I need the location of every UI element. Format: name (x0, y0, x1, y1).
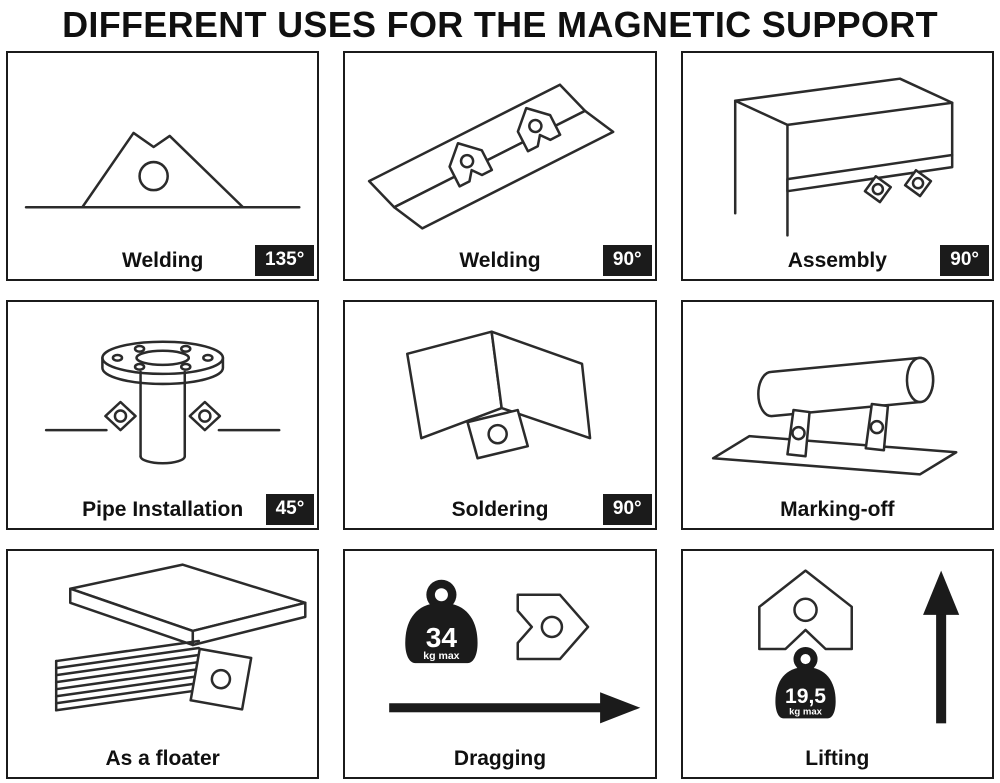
magnet-support-icon (785, 408, 811, 458)
panel-assembly: Assembly 90° (680, 51, 994, 281)
channel-icon (368, 83, 615, 230)
weight-unit: kg max (789, 706, 823, 717)
as-a-floater-illustration (8, 551, 317, 741)
pipe-flange-icon (101, 340, 225, 465)
as-a-floater-drawing (54, 563, 307, 712)
panel-grid: Welding 135° (0, 48, 1000, 783)
angle-badge: 45° (265, 494, 315, 525)
weight-value: 19,5 (785, 685, 826, 708)
lifting-drawing: 19,5 kg max (757, 569, 959, 724)
arrow-magnet-icon (516, 593, 590, 661)
use-label: Welding (459, 249, 541, 272)
use-label: Pipe Installation (82, 498, 244, 521)
page-title: DIFFERENT USES FOR THE MAGNETIC SUPPORT (62, 4, 938, 45)
use-label: Assembly (787, 249, 887, 272)
soldering-drawing (406, 330, 592, 460)
soldering-illustration (345, 302, 654, 492)
arrow-magnet-icon (104, 400, 137, 432)
arrow-magnet-icon (81, 131, 245, 209)
cabinet-icon (733, 77, 954, 237)
use-label: Lifting (805, 747, 870, 770)
arrow-magnet-icon (188, 400, 222, 432)
caption-row: Welding (8, 243, 317, 279)
angle-badge: 135° (255, 245, 315, 276)
arrow-magnet-icon (903, 168, 932, 198)
table-corner-icon (69, 563, 307, 647)
panel-pipe-installation: Pipe Installation 45° (6, 300, 320, 530)
angle-badge: 90° (940, 245, 989, 276)
weight-unit: kg max (424, 650, 460, 662)
arrow-magnet-icon (863, 175, 892, 204)
caption-row: As a floater (8, 741, 317, 777)
caption-row: Welding (345, 243, 654, 279)
caption-row: Marking-off (683, 492, 992, 528)
square-magnet-icon (189, 647, 253, 711)
welding-135-drawing (24, 131, 301, 209)
base-plate (711, 434, 958, 476)
use-label: As a floater (105, 747, 220, 770)
arrow-magnet-icon (757, 569, 853, 651)
drag-arrow-icon (389, 692, 641, 724)
panel-welding-135: Welding 135° (6, 51, 320, 281)
caption-row: Pipe Installation (8, 492, 317, 528)
use-label: Dragging (453, 747, 547, 770)
panel-soldering: Soldering 90° (343, 300, 657, 530)
welding-135-illustration (8, 53, 317, 243)
use-label: Soldering (451, 498, 549, 521)
weight-icon: 34 kg max (405, 579, 478, 664)
angle-badge: 90° (602, 494, 652, 525)
welding-90-drawing (368, 83, 615, 230)
magnet-support-icon (864, 402, 889, 452)
pipe-installation-drawing (44, 340, 281, 465)
pipe-installation-illustration (8, 302, 317, 492)
caption-row: Lifting (683, 741, 992, 777)
panel-dragging: 34 kg max Dragging (343, 549, 657, 779)
lift-arrow-icon (922, 570, 959, 724)
caption-row: Assembly (683, 243, 992, 279)
panel-marking-off: Marking-off (680, 300, 994, 530)
panel-welding-90: Welding 90° (343, 51, 657, 281)
welding-90-illustration (345, 53, 654, 243)
marking-off-illustration (683, 302, 992, 492)
use-label: Marking-off (780, 498, 895, 521)
lifting-illustration: 19,5 kg max (683, 551, 992, 741)
caption-row: Soldering (345, 492, 654, 528)
assembly-drawing (733, 77, 954, 237)
caption-row: Dragging (345, 741, 654, 777)
cylinder-icon (756, 356, 935, 418)
marking-off-drawing (711, 356, 958, 476)
sheet-stack-icon (54, 639, 201, 712)
use-label: Welding (122, 249, 204, 272)
arrow-magnet-icon (516, 106, 562, 153)
weight-icon: 19,5 kg max (775, 647, 836, 719)
arrow-magnet-icon (448, 142, 494, 188)
weight-value: 34 (426, 622, 458, 653)
dragging-drawing: 34 kg max (389, 579, 641, 724)
angle-badge: 90° (602, 245, 652, 276)
arrow-magnet-icon (466, 408, 530, 460)
panel-lifting: 19,5 kg max Lifting (680, 549, 994, 779)
dragging-illustration: 34 kg max (345, 551, 654, 741)
panel-as-a-floater: As a floater (6, 549, 320, 779)
assembly-illustration (683, 53, 992, 243)
